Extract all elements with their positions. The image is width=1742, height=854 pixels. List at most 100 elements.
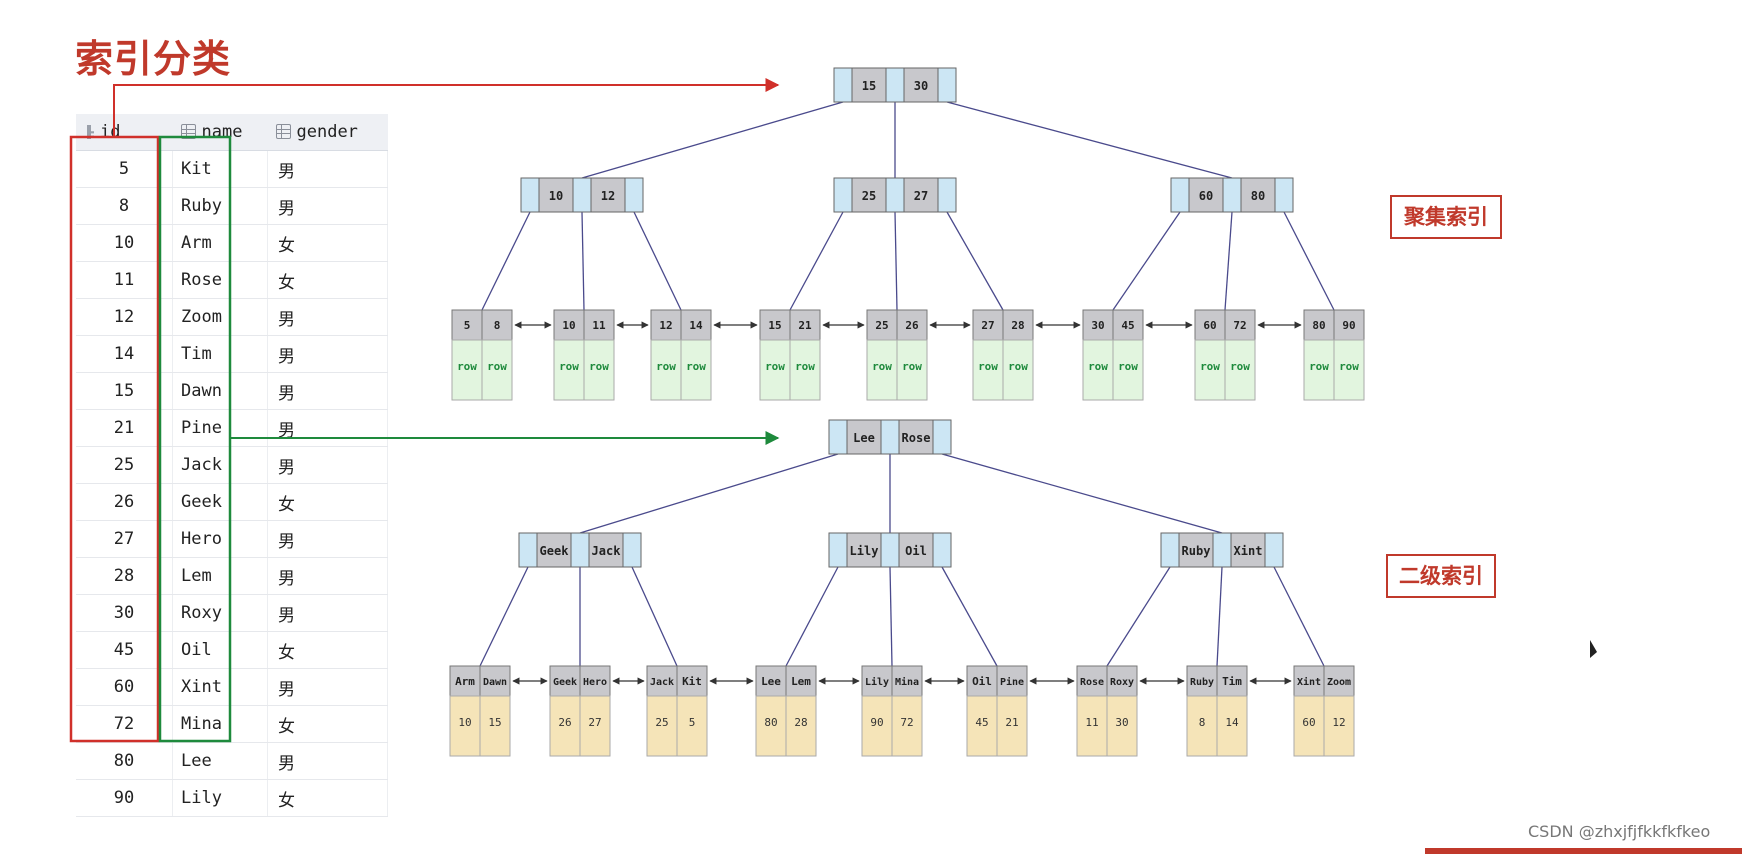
secondary-leaf-data-label: 8 [1199,716,1206,729]
cell-gender: 男 [267,335,388,373]
clustered-leaf-key-cell [896,309,928,341]
secondary-root-pointer-cell [932,419,952,455]
secondary-leaf-data-label: 45 [975,716,988,729]
clustered-leaf-data-label: row [559,360,579,373]
clustered-root-pointer-cell [937,67,957,103]
clustered-leaf-key-label: 25 [875,319,888,332]
clustered-edge [481,211,531,311]
secondary-leaf-data-label: 80 [764,716,777,729]
clustered-leaf-data-cell [896,339,928,401]
secondary-leaf-key-label: Oil [972,675,992,688]
id-column-highlight [69,135,160,743]
secondary-leaf-key-label: Hero [583,677,607,688]
clustered-index-label: 聚集索引 [1390,195,1502,239]
secondary-leaf-data-label: 14 [1225,716,1239,729]
secondary-leaf-data-label: 26 [558,716,571,729]
secondary-leaf-key-cell [1106,665,1138,697]
clustered-internal-key-cell [590,177,626,213]
clustered-leaf-key-cell [1224,309,1256,341]
clustered-leaf-key-label: 11 [592,319,606,332]
cell-name: Lily [172,779,268,817]
secondary-leaf-data-label: 25 [655,716,668,729]
secondary-internal-key-cell [898,532,934,568]
clustered-leaf-key-cell [1082,309,1114,341]
cell-name: Mina [172,705,268,743]
clustered-internal-key-label: 27 [914,189,928,203]
clustered-leaf-key-cell [1112,309,1144,341]
clustered-root-pointer-cell [833,67,853,103]
secondary-leaf-key-label: Xint [1297,676,1321,688]
cell-id: 80 [76,742,173,780]
secondary-leaf-key-label: Mina [895,676,919,688]
secondary-leaf-key-label: Dawn [483,677,507,688]
secondary-leaf-key-label: Lily [865,676,889,688]
secondary-leaf-data-cell [785,695,817,757]
secondary-index-label: 二级索引 [1386,554,1496,598]
secondary-leaf-data-cell [676,695,708,757]
clustered-edge [946,101,1233,179]
secondary-internal-key-label: Lily [850,544,879,558]
clustered-leaf-data-label: row [686,360,706,373]
secondary-leaf-key-label: Kit [682,675,702,688]
secondary-edge [1106,566,1171,667]
clustered-leaf-data-label: row [902,360,922,373]
cell-name: Roxy [172,594,268,632]
secondary-internal-pointer-cell [932,532,952,568]
secondary-edge [631,566,678,667]
clustered-leaf-data-label: row [656,360,676,373]
clustered-leaf-data-cell [759,339,791,401]
secondary-leaf-data-label: 15 [488,716,501,729]
clustered-leaf-data-cell [1333,339,1365,401]
clustered-edge [1112,211,1181,311]
clustered-internal-pointer-cell [1274,177,1294,213]
clustered-leaf-key-label: 90 [1342,319,1355,332]
name-column-highlight [158,135,232,743]
clustered-leaf-data-cell [789,339,821,401]
clustered-leaf-key-label: 10 [562,319,575,332]
cell-gender: 女 [267,483,388,521]
cell-name: Pine [172,409,268,447]
clustered-leaf-data-label: row [1088,360,1108,373]
secondary-leaf-key-label: Lee [761,675,781,688]
secondary-root-node: Lee Rose [828,419,952,455]
cell-gender: 男 [267,298,388,336]
clustered-internal-node: 10 12 [520,177,644,213]
clustered-leaf-data-label: row [1230,360,1250,373]
clustered-leaf-key-cell [583,309,615,341]
clustered-leaf-key-label: 80 [1312,319,1325,332]
secondary-internal-pointer-cell [828,532,848,568]
bottom-red-bar [1425,848,1742,854]
secondary-root-key-label: Rose [902,431,931,445]
secondary-leaf-data-cell [1106,695,1138,757]
clustered-leaf-key-label: 45 [1121,319,1134,332]
header-gender[interactable]: gender [267,114,388,151]
secondary-root-key-cell [898,419,934,455]
secondary-leaf-key-cell [966,665,998,697]
secondary-root-key-label: Lee [853,431,875,445]
clustered-leaf-data-cell [866,339,898,401]
clustered-internal-key-label: 10 [549,189,563,203]
clustered-internal-key-label: 12 [601,189,615,203]
clustered-edge [581,101,844,179]
clustered-leaf-data-cell [1303,339,1335,401]
cell-gender: 男 [267,742,388,780]
clustered-leaf-data-cell [1194,339,1226,401]
secondary-leaf-data-cell [755,695,787,757]
secondary-leaf-key-cell [479,665,511,697]
secondary-internal-key-label: Jack [592,544,622,558]
secondary-internal-pointer-cell [570,532,590,568]
clustered-internal-pointer-cell [624,177,644,213]
